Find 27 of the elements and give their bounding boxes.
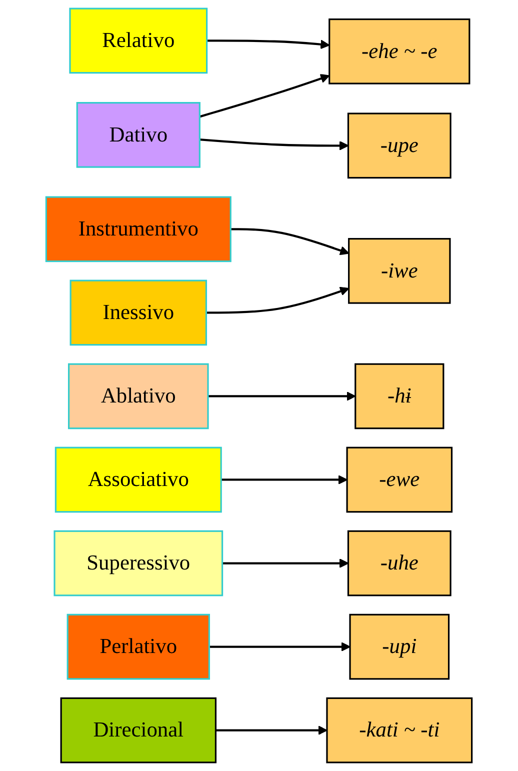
node-box: -kati ~ -ti xyxy=(326,697,473,764)
node-box: -hɨ xyxy=(354,363,444,430)
arrow xyxy=(200,138,349,150)
arrow xyxy=(216,726,328,736)
node-box: Associativo xyxy=(54,446,222,513)
node-box: -upe xyxy=(347,112,452,179)
node-box: Direcional xyxy=(60,697,217,764)
node-box: Superessivo xyxy=(54,530,224,596)
node-box: Relativo xyxy=(69,8,208,74)
node-box: -ehe ~ -e xyxy=(328,18,470,84)
node-box: -iwe xyxy=(348,238,451,304)
arrow xyxy=(230,228,350,256)
node-box: -uhe xyxy=(347,530,452,596)
arrow xyxy=(206,286,350,314)
node-box: -upi xyxy=(349,614,450,680)
node-box: Ablativo xyxy=(68,363,209,430)
arrow xyxy=(206,40,330,50)
node-box: Instrumentivo xyxy=(45,196,232,262)
node-box: -ewe xyxy=(346,446,453,513)
node-box: Perlativo xyxy=(66,614,210,680)
arrow xyxy=(199,74,330,118)
arrow xyxy=(221,475,348,484)
arrow xyxy=(222,558,349,568)
arrow xyxy=(209,642,350,652)
node-box: Inessivo xyxy=(70,280,208,346)
arrow xyxy=(208,392,356,401)
node-box: Dativo xyxy=(76,102,200,168)
